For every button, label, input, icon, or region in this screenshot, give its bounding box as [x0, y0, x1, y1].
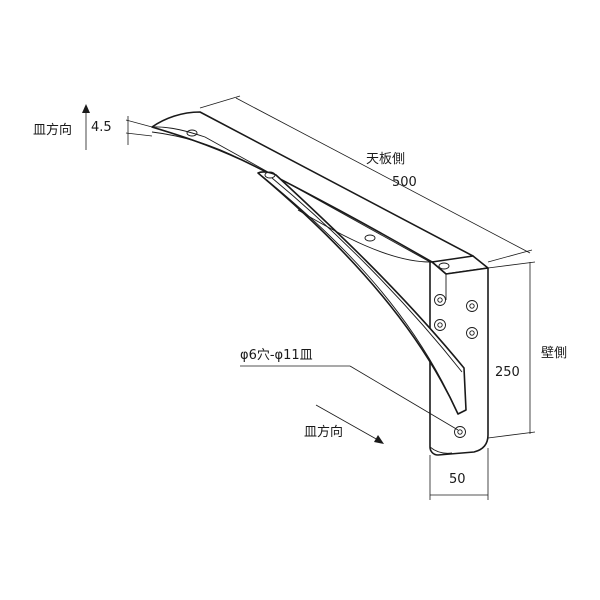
countersink-direction-bottom: 皿方向	[304, 424, 343, 440]
hole-spec-leader	[240, 365, 459, 431]
right-arrow-head	[374, 435, 384, 444]
wall-hole-3-inner	[437, 322, 443, 328]
thickness-value: 4.5	[91, 120, 112, 135]
height-dimension	[487, 261, 536, 439]
thickness-dimension	[82, 104, 153, 150]
gusset-brace-inner-2	[271, 177, 463, 373]
vertical-plate-bottom-curve	[429, 446, 453, 454]
wall-hole-4	[466, 327, 478, 339]
wall-hole-2-inner	[469, 303, 475, 309]
height-value: 250	[495, 365, 520, 380]
length-dimension	[199, 95, 533, 263]
wall-hole-5-inner	[457, 429, 463, 435]
wall-hole-3	[434, 319, 446, 331]
gusset-brace-inner	[261, 175, 459, 415]
wall-hole-1	[434, 294, 446, 306]
top-hole-4	[438, 262, 450, 270]
top-arm	[151, 111, 479, 263]
top-arm-edge	[151, 126, 431, 263]
top-arm-underside	[151, 131, 243, 161]
length-value: 500	[392, 175, 417, 190]
wall-plate-holes	[434, 294, 478, 438]
hole-spec-label: φ6穴-φ11皿	[240, 348, 313, 363]
top-side-label: 天板側	[366, 152, 405, 167]
wall-hole-1-inner	[437, 297, 443, 303]
width-dimension	[429, 448, 489, 500]
top-hole-1	[186, 129, 198, 137]
vertical-plate	[429, 261, 489, 456]
up-arrow-head	[82, 104, 90, 113]
countersink-arrow	[315, 404, 384, 444]
wall-hole-2	[466, 300, 478, 312]
width-value: 50	[449, 472, 466, 487]
top-arm-holes	[186, 129, 450, 270]
wall-hole-4-inner	[469, 330, 475, 336]
wall-side-label: 壁側	[541, 346, 567, 361]
wall-hole-5	[454, 426, 466, 438]
top-hole-2	[264, 171, 276, 179]
top-arm-corner-curve	[297, 209, 431, 263]
countersink-direction-top: 皿方向	[33, 122, 72, 138]
top-hole-3	[364, 234, 376, 242]
